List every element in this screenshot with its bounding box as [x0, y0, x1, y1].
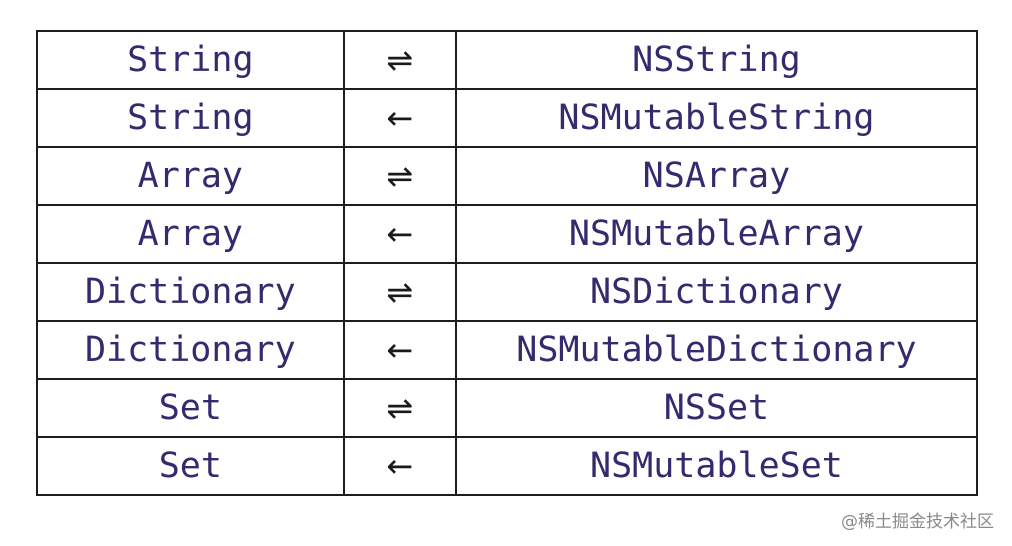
- bidirectional-arrow-icon: ⇌: [342, 378, 457, 438]
- type-bridging-table: String ⇌ NSString String ← NSMutableStri…: [36, 30, 979, 496]
- objc-type-cell: NSArray: [454, 146, 979, 206]
- objc-type-cell: NSDictionary: [454, 262, 979, 322]
- bidirectional-arrow-icon: ⇌: [342, 30, 457, 90]
- swift-type-cell: Set: [36, 378, 345, 438]
- swift-type-cell: Set: [36, 436, 345, 496]
- objc-type-cell: NSMutableSet: [454, 436, 979, 496]
- swift-type-cell: Array: [36, 204, 345, 264]
- watermark-text: @稀土掘金技术社区: [841, 512, 994, 532]
- left-arrow-icon: ←: [342, 88, 457, 148]
- swift-type-cell: Array: [36, 146, 345, 206]
- table-row: String ← NSMutableString: [36, 88, 979, 148]
- objc-type-cell: NSSet: [454, 378, 979, 438]
- bidirectional-arrow-icon: ⇌: [342, 146, 457, 206]
- table-row: Array ⇌ NSArray: [36, 146, 979, 206]
- objc-type-cell: NSMutableArray: [454, 204, 979, 264]
- table-row: String ⇌ NSString: [36, 30, 979, 90]
- left-arrow-icon: ←: [342, 204, 457, 264]
- objc-type-cell: NSString: [454, 30, 979, 90]
- swift-type-cell: String: [36, 30, 345, 90]
- table-row: Array ← NSMutableArray: [36, 204, 979, 264]
- swift-type-cell: Dictionary: [36, 320, 345, 380]
- table-row: Set ← NSMutableSet: [36, 436, 979, 496]
- table-row: Dictionary ← NSMutableDictionary: [36, 320, 979, 380]
- objc-type-cell: NSMutableDictionary: [454, 320, 979, 380]
- bidirectional-arrow-icon: ⇌: [342, 262, 457, 322]
- swift-type-cell: String: [36, 88, 345, 148]
- swift-type-cell: Dictionary: [36, 262, 345, 322]
- left-arrow-icon: ←: [342, 320, 457, 380]
- objc-type-cell: NSMutableString: [454, 88, 979, 148]
- table-row: Set ⇌ NSSet: [36, 378, 979, 438]
- table-row: Dictionary ⇌ NSDictionary: [36, 262, 979, 322]
- left-arrow-icon: ←: [342, 436, 457, 496]
